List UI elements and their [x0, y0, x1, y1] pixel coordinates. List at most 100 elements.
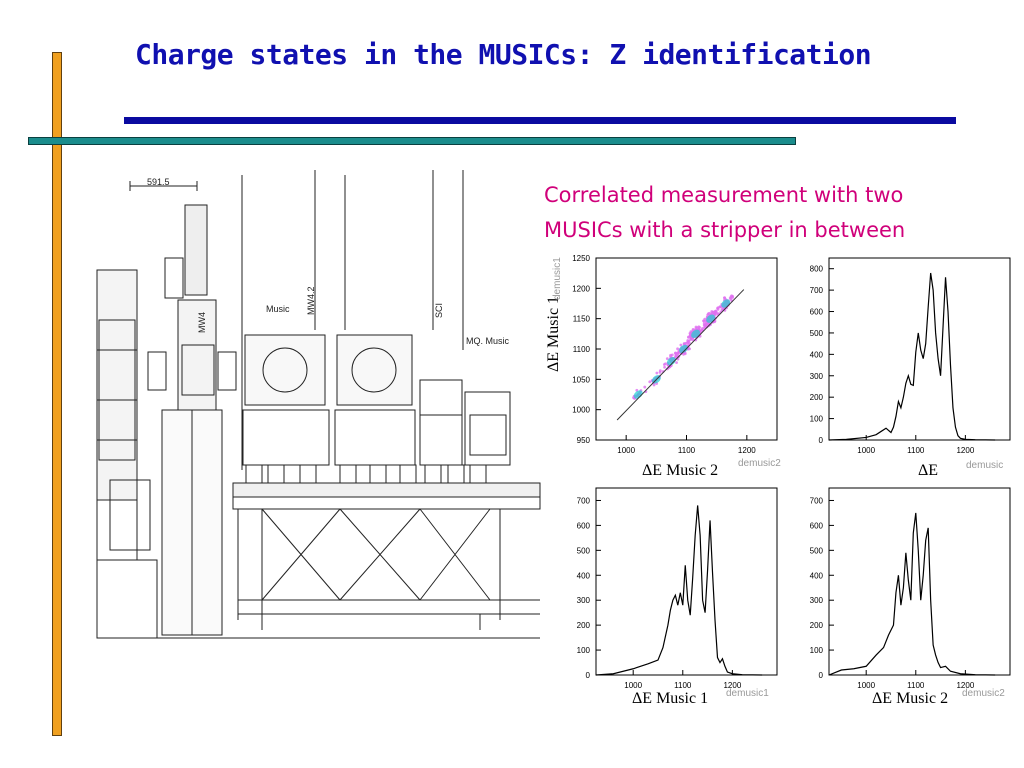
scatter-point — [694, 327, 698, 331]
x-tick-label: 1100 — [674, 681, 692, 690]
scatter-point — [689, 337, 693, 341]
y-tick-label: 700 — [577, 496, 591, 505]
slide-title: Charge states in the MUSICs: Z identific… — [135, 38, 872, 71]
scatter-point — [702, 319, 706, 323]
y-tick-label: 500 — [810, 329, 824, 338]
teal-horizontal-bar — [28, 137, 796, 145]
scatter-point — [652, 383, 656, 387]
x-tick-label: 1000 — [857, 446, 875, 455]
y-tick-label: 1050 — [572, 375, 590, 384]
panel1-xlabel-tag: demusic2 — [738, 458, 781, 469]
scatter-point — [676, 347, 679, 351]
y-tick-label: 500 — [810, 546, 824, 555]
y-tick-label: 100 — [577, 646, 591, 655]
scatter-cluster-core — [691, 329, 700, 339]
scatter-point — [729, 297, 733, 301]
y-tick-label: 700 — [810, 286, 824, 295]
panel4-xlabel: ΔE Music 2 — [872, 690, 949, 707]
scatter-point — [655, 371, 659, 375]
x-tick-label: 1100 — [907, 681, 925, 690]
y-tick-label: 0 — [819, 436, 824, 445]
y-tick-label: 1200 — [572, 284, 590, 293]
scatter-point — [723, 296, 726, 300]
orange-vertical-bar — [52, 52, 62, 736]
y-tick-label: 800 — [810, 265, 824, 274]
slide-subtitle: Correlated measurement with two MUSICs w… — [544, 178, 1024, 248]
scatter-point — [686, 339, 690, 342]
x-tick-label: 1000 — [617, 446, 635, 455]
panel2-tag: demusic — [966, 460, 1004, 471]
scatter-point — [664, 362, 667, 366]
y-tick-label: 1150 — [573, 315, 591, 324]
mw42-label: MW4.2 — [306, 286, 316, 315]
y-tick-label: 300 — [810, 372, 824, 381]
x-tick-label: 1000 — [624, 681, 642, 690]
subtitle-line-2: MUSICs with a stripper in between — [544, 218, 906, 242]
y-tick-label: 400 — [810, 350, 824, 359]
x-tick-label: 1000 — [857, 681, 875, 690]
y-tick-label: 600 — [810, 521, 824, 530]
y-tick-label: 1100 — [573, 345, 591, 354]
panel1-xlabel: ΔE Music 2 — [642, 462, 719, 479]
scatter-point — [716, 307, 720, 311]
panel4-xlabel-tag: demusic2 — [962, 688, 1005, 699]
mw4-label: MW4 — [197, 312, 207, 333]
x-tick-label: 1200 — [956, 681, 974, 690]
scatter-point — [711, 310, 715, 314]
scatter-cluster-core — [666, 356, 676, 366]
y-tick-label: 400 — [577, 571, 591, 580]
scatter-point — [673, 351, 677, 355]
scatter-point — [687, 335, 690, 339]
panel1-tag: demusic1 — [552, 257, 563, 300]
scatter-point — [663, 365, 666, 369]
spectrum-line-3 — [595, 505, 763, 676]
chart-frame-2 — [828, 257, 1011, 441]
scatter-point — [676, 351, 679, 355]
x-tick-label: 1100 — [678, 446, 696, 455]
sci-label: SCI — [434, 303, 444, 318]
scatter-point — [670, 353, 674, 357]
panel3-xlabel: ΔE Music 1 — [632, 690, 709, 707]
y-tick-label: 0 — [819, 671, 824, 680]
y-tick-label: 200 — [577, 621, 591, 630]
scatter-point — [730, 294, 734, 298]
y-tick-label: 500 — [577, 546, 591, 555]
y-tick-label: 100 — [810, 415, 824, 424]
scatter-point — [707, 311, 711, 315]
y-tick-label: 0 — [586, 671, 591, 680]
y-tick-label: 1250 — [572, 254, 590, 263]
scatter-point — [714, 310, 718, 314]
y-tick-label: 600 — [577, 521, 591, 530]
scatter-point — [665, 357, 669, 361]
music-label: Music — [266, 304, 290, 314]
y-tick-label: 200 — [810, 393, 824, 402]
y-tick-label: 700 — [810, 496, 824, 505]
scatter-cluster-core — [679, 344, 688, 354]
x-tick-label: 1200 — [723, 681, 741, 690]
scatter-point — [643, 385, 647, 389]
panel3-xlabel-tag: demusic1 — [726, 688, 769, 699]
scatter-point — [648, 380, 652, 384]
panel2-xlabel: ΔE — [918, 462, 939, 479]
y-tick-label: 300 — [577, 596, 591, 605]
panel1-ylabel: ΔE Music 1 — [545, 295, 562, 372]
scatter-point — [679, 343, 683, 347]
y-tick-label: 300 — [810, 596, 824, 605]
spectrum-line-4 — [828, 512, 996, 676]
navy-horizontal-bar — [124, 117, 956, 124]
subtitle-line-1: Correlated measurement with two — [544, 183, 904, 207]
y-tick-label: 600 — [810, 308, 824, 317]
scatter-point — [675, 361, 678, 365]
mq-music-label: MQ. Music — [466, 336, 510, 346]
scatter-point — [704, 322, 708, 326]
y-tick-label: 200 — [810, 621, 824, 630]
dim-label: 591.5 — [147, 177, 170, 187]
y-tick-label: 400 — [810, 571, 824, 580]
y-tick-label: 100 — [810, 646, 824, 655]
spectrum-line-2 — [828, 272, 996, 441]
x-tick-label: 1200 — [956, 446, 974, 455]
x-tick-label: 1100 — [907, 446, 925, 455]
x-tick-label: 1200 — [738, 446, 756, 455]
